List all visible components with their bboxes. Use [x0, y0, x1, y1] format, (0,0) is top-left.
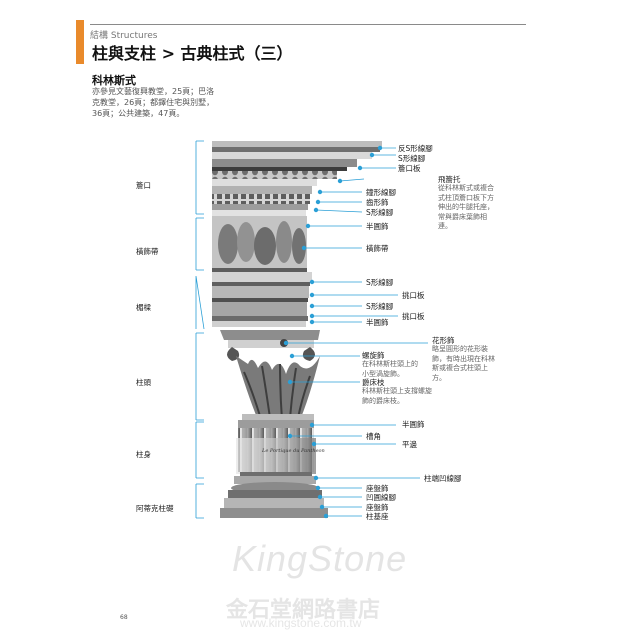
zone-base: 阿蒂克柱礎: [136, 504, 174, 513]
label-modillion: 飛簷托: [438, 175, 461, 184]
label-fillet: 平邊: [402, 440, 417, 449]
frieze-drawing: [212, 216, 307, 272]
capital-drawing: [220, 330, 320, 421]
label-ovolo: 鐘形線腳: [366, 188, 396, 197]
volute-description: 在科林斯柱頭上的小型渦旋飾。: [362, 360, 418, 378]
leader-dots: [283, 145, 383, 519]
zone-shaft: 柱身: [136, 450, 151, 459]
shaft-inscription: Le Portique du Pantheon: [261, 448, 325, 454]
label-torus-2: 座盤飾: [366, 503, 389, 512]
leader-lines: [286, 147, 428, 517]
intro-text: 亦參見文藝復興教堂，25頁；巴洛克教堂，26頁；都鐸住宅與別墅，36頁；公共建築…: [92, 87, 215, 118]
label-cyma-recta: 反S形線腳: [398, 144, 433, 153]
shaft-drawing: [236, 420, 316, 476]
page-number: 68: [120, 614, 128, 621]
zone-capital: 柱頭: [136, 378, 151, 387]
label-fascia-1: 挑口板: [402, 291, 425, 300]
label-scotia: 凹圓線腳: [366, 493, 396, 502]
label-fascia-2: 挑口板: [402, 312, 425, 321]
label-dentil: 齒形飾: [366, 198, 389, 207]
watermark-store: 金石堂網路書店: [226, 597, 381, 623]
label-astragal-1: 半圓飾: [366, 222, 389, 231]
zone-frieze: 橫飾帶: [136, 247, 159, 256]
label-acanthus: 爵床枝: [362, 378, 385, 387]
label-corona: 簷口板: [398, 164, 421, 173]
label-cyma-mid: S形線腳: [366, 208, 394, 217]
base-drawing: [220, 476, 328, 518]
label-flute: 槽角: [366, 432, 381, 441]
zone-brackets: [195, 140, 205, 519]
label-astragal-3: 半圓飾: [402, 420, 425, 429]
zone-cornice: 簷口: [136, 181, 151, 190]
label-cyma-top: S形線腳: [398, 154, 426, 163]
zone-architrave: 楣樑: [136, 303, 151, 312]
architrave-drawing: [212, 272, 312, 327]
fleuron-description: 略呈圓形的花形裝飾，有時出現在科林斯或複合式柱頭上方。: [432, 345, 495, 382]
acanthus-description: 科林斯柱頭上支撐螺旋飾的爵床枝。: [362, 387, 432, 405]
watermark-brand: KingStone: [232, 538, 408, 579]
label-plinth: 柱基座: [366, 512, 389, 521]
modillion-description: 從科林斯式或複合式柱頂簷口板下方伸出的牛腿托座，常與爵床葉飾相連。: [438, 184, 494, 230]
watermark-url: www.kingstone.com.tw: [240, 616, 362, 630]
label-apophyge: 柱端凹線腳: [424, 474, 462, 483]
label-frieze: 橫飾帶: [366, 244, 389, 253]
header-rule: [90, 24, 526, 25]
page-title: 柱與支柱 > 古典柱式（三）: [92, 44, 293, 63]
label-cyma-arch-2: S形線腳: [366, 302, 394, 311]
label-volute: 螺旋飾: [362, 351, 385, 360]
cornice-drawing: [212, 141, 382, 216]
label-torus-1: 座盤飾: [366, 484, 389, 493]
label-astragal-2: 半圓飾: [366, 318, 389, 327]
label-fleuron: 花形飾: [432, 336, 455, 345]
section-label: 結構 Structures: [90, 31, 158, 41]
label-cyma-arch-1: S形線腳: [366, 278, 394, 287]
subsection-heading: 科林斯式: [92, 74, 136, 87]
section-accent-tab: [76, 20, 84, 64]
